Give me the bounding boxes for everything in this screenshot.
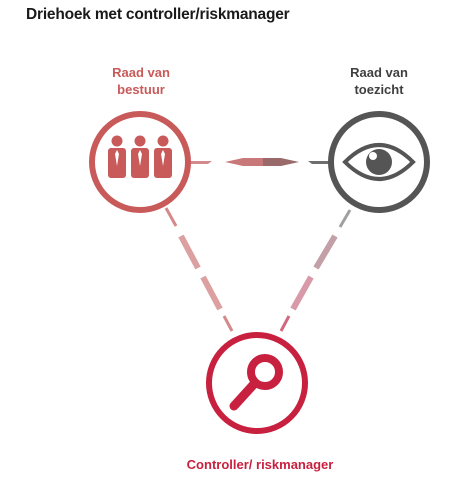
connector-bestuur-toezicht [188, 158, 330, 166]
people-icon [108, 135, 172, 178]
node-raad-van-bestuur [89, 111, 191, 213]
label-raad-van-bestuur: Raad van bestuur [96, 64, 186, 98]
node-controller [206, 332, 308, 434]
node-raad-van-toezicht [328, 111, 430, 213]
diagram-title: Driehoek met controller/riskmanager [26, 6, 290, 23]
label-raad-van-toezicht: Raad van toezicht [334, 64, 424, 98]
label-toezicht-line1: Raad van [350, 65, 408, 80]
connector-bestuur-controller [164, 207, 234, 332]
eye-icon [342, 143, 416, 181]
magnifier-icon [229, 354, 283, 411]
label-bestuur-line2: bestuur [117, 82, 165, 97]
label-bestuur-line1: Raad van [112, 65, 170, 80]
label-toezicht-line2: toezicht [354, 82, 404, 97]
connector-toezicht-controller [279, 209, 352, 332]
label-controller: Controller/ riskmanager [186, 457, 334, 472]
